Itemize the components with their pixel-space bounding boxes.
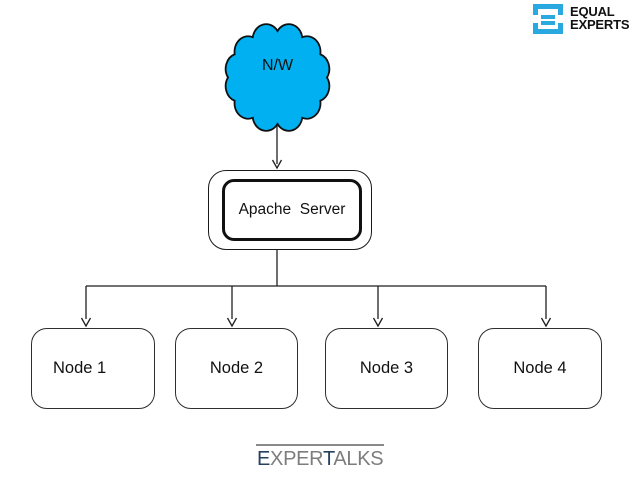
- node-3-label: Node 3: [359, 359, 414, 377]
- apache-server-box: Apache Server: [208, 170, 372, 250]
- node-4-label: Node 4: [513, 359, 567, 377]
- node-1-box: Node 1: [31, 328, 155, 409]
- node-1-label: Node 1: [53, 359, 107, 377]
- node-4-box: Node 4: [478, 328, 602, 409]
- apache-server-inner-box: Apache Server: [222, 179, 362, 241]
- apache-server-label: Apache Server: [238, 201, 346, 218]
- brand-word-equal: EQUAL: [570, 4, 615, 19]
- network-cloud-shape: [226, 24, 330, 131]
- expertalks-logo: EXPERTALKS: [256, 444, 385, 471]
- node-2-box: Node 2: [175, 328, 298, 409]
- expertalks-wordmark: EXPERTALKS: [257, 448, 384, 470]
- cloud-to-server-arrow: [271, 126, 283, 170]
- brand-word-experts: EXPERTS: [570, 17, 630, 32]
- node-2-label: Node 2: [209, 359, 264, 377]
- hub-to-node2-arrow: [226, 286, 238, 328]
- cloud-label: N/W: [261, 57, 294, 74]
- hub-to-node1-arrow: [80, 286, 92, 328]
- hub-to-node3-arrow: [372, 286, 384, 328]
- equal-experts-logo: EQUAL EXPERTS: [533, 4, 629, 34]
- node-3-box: Node 3: [325, 328, 448, 409]
- server-to-hub-line: [86, 250, 546, 287]
- equal-experts-icon: [533, 4, 563, 34]
- hub-to-node4-arrow: [540, 286, 552, 328]
